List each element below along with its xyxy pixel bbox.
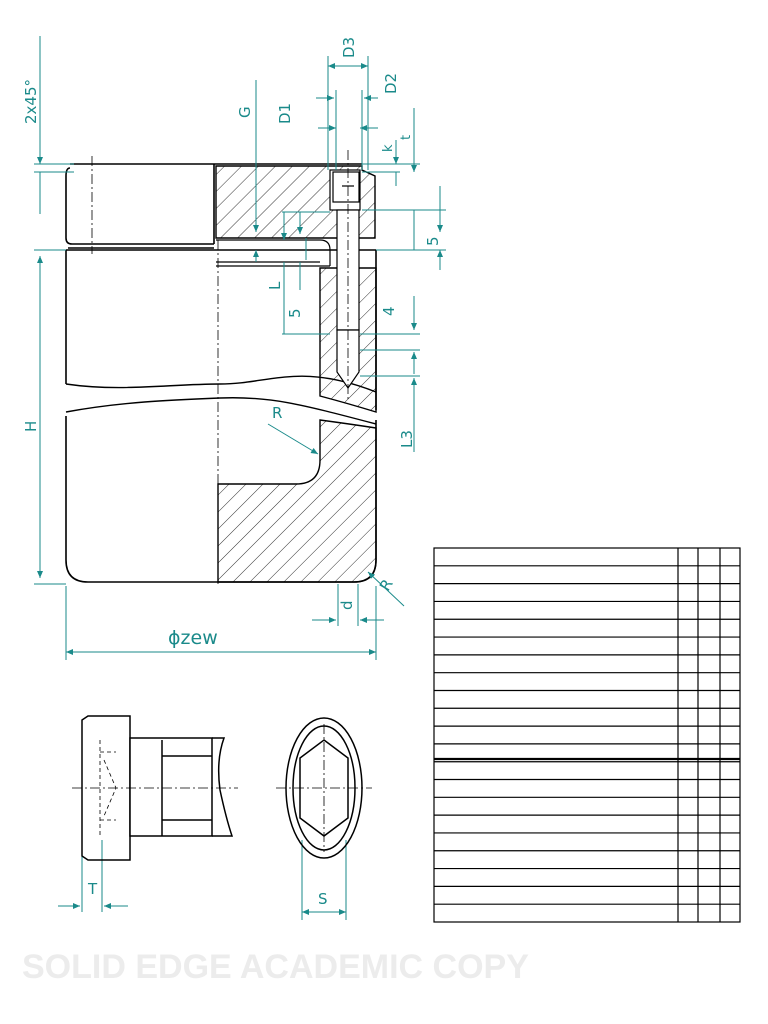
d2-label: D2 — [382, 73, 400, 94]
d1-label: D1 — [276, 103, 294, 124]
d3-label: D3 — [340, 37, 358, 58]
break-lines — [65, 375, 377, 425]
phi-zew-label: ϕzew — [168, 627, 218, 649]
r-upper-label: R — [272, 404, 282, 422]
title-block-rows — [434, 565, 740, 905]
wall-section-hatch-lower — [217, 419, 377, 583]
title-block — [433, 547, 741, 923]
screw-section — [332, 171, 360, 390]
t-screw-label: T — [87, 880, 98, 898]
s-label: S — [318, 890, 328, 908]
five-right-label: 5 — [424, 236, 442, 246]
l3-label: L3 — [398, 430, 416, 448]
k-label: k — [381, 144, 396, 152]
screw-top-view — [276, 717, 372, 859]
r-lower-label: R — [376, 576, 397, 594]
l-label: L — [266, 281, 284, 290]
five-left-label: 5 — [286, 308, 304, 318]
g-label: G — [236, 106, 254, 118]
d-label: d — [338, 600, 356, 610]
center-lines — [91, 150, 349, 584]
h-label: H — [22, 421, 40, 432]
t-label: t — [399, 135, 414, 140]
main-part-view — [65, 150, 377, 584]
four-label: 4 — [380, 306, 398, 316]
slot-lines — [216, 239, 331, 267]
watermark: SOLID EDGE ACADEMIC COPY — [22, 948, 529, 986]
screw-side-view — [72, 715, 238, 861]
chamfer-label: 2x45° — [22, 79, 40, 124]
